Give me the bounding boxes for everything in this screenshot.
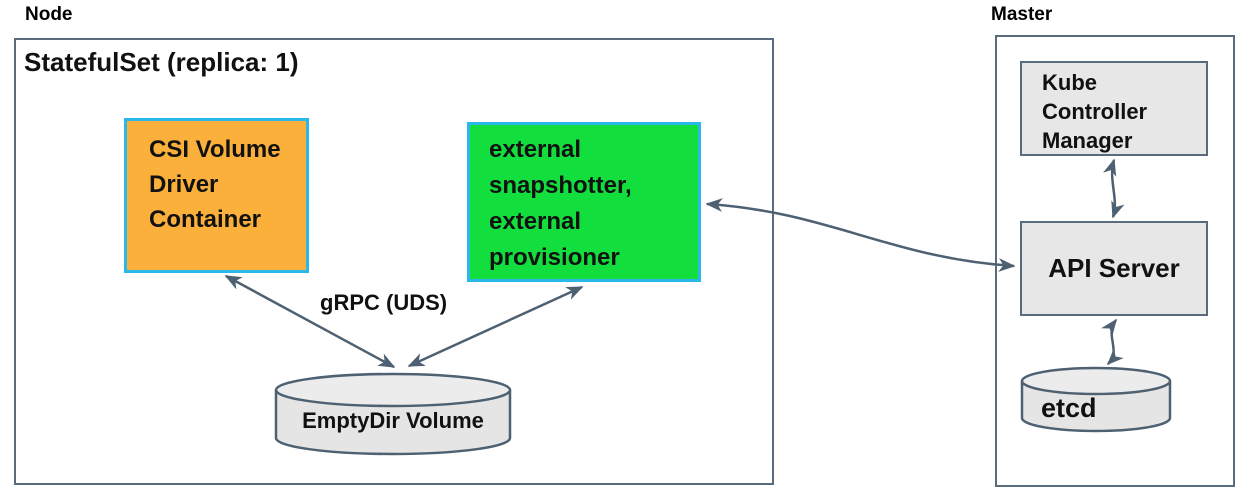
external-snapshotter-provisioner-box: external snapshotter, external provision… <box>467 122 701 282</box>
csi-volume-driver-container-box: CSI Volume Driver Container <box>124 118 309 273</box>
sidecar-box-line-3: external <box>489 208 582 235</box>
etcd-cylinder-icon <box>1020 366 1172 433</box>
sidecar-box-line-1: external <box>489 136 582 163</box>
api-server-label: API Server <box>1048 253 1180 283</box>
kcm-box-line-2: Controller <box>1042 99 1148 124</box>
kcm-box-line-3: Manager <box>1042 128 1133 153</box>
emptydir-volume-label: EmptyDir Volume <box>302 408 484 433</box>
csi-box-line-3: Container <box>149 206 262 233</box>
grpc-uds-label: gRPC (UDS) <box>320 290 448 315</box>
sidecar-box-line-2: snapshotter, <box>489 172 632 199</box>
sidecar-box-line-4: provisioner <box>489 244 620 271</box>
csi-box-line-1: CSI Volume <box>149 136 281 163</box>
emptydir-volume-cylinder-icon <box>274 372 512 456</box>
etcd-label: etcd <box>1041 393 1097 423</box>
csi-box-line-2: Driver <box>149 171 219 198</box>
statefulset-title: StatefulSet (replica: 1) <box>24 47 299 77</box>
kcm-box-line-1: Kube <box>1042 70 1097 95</box>
node-zone-label: Node <box>25 4 73 25</box>
master-zone-label: Master <box>991 4 1053 25</box>
api-server-box: API Server <box>1020 221 1208 316</box>
kube-controller-manager-box: Kube Controller Manager <box>1020 61 1208 156</box>
